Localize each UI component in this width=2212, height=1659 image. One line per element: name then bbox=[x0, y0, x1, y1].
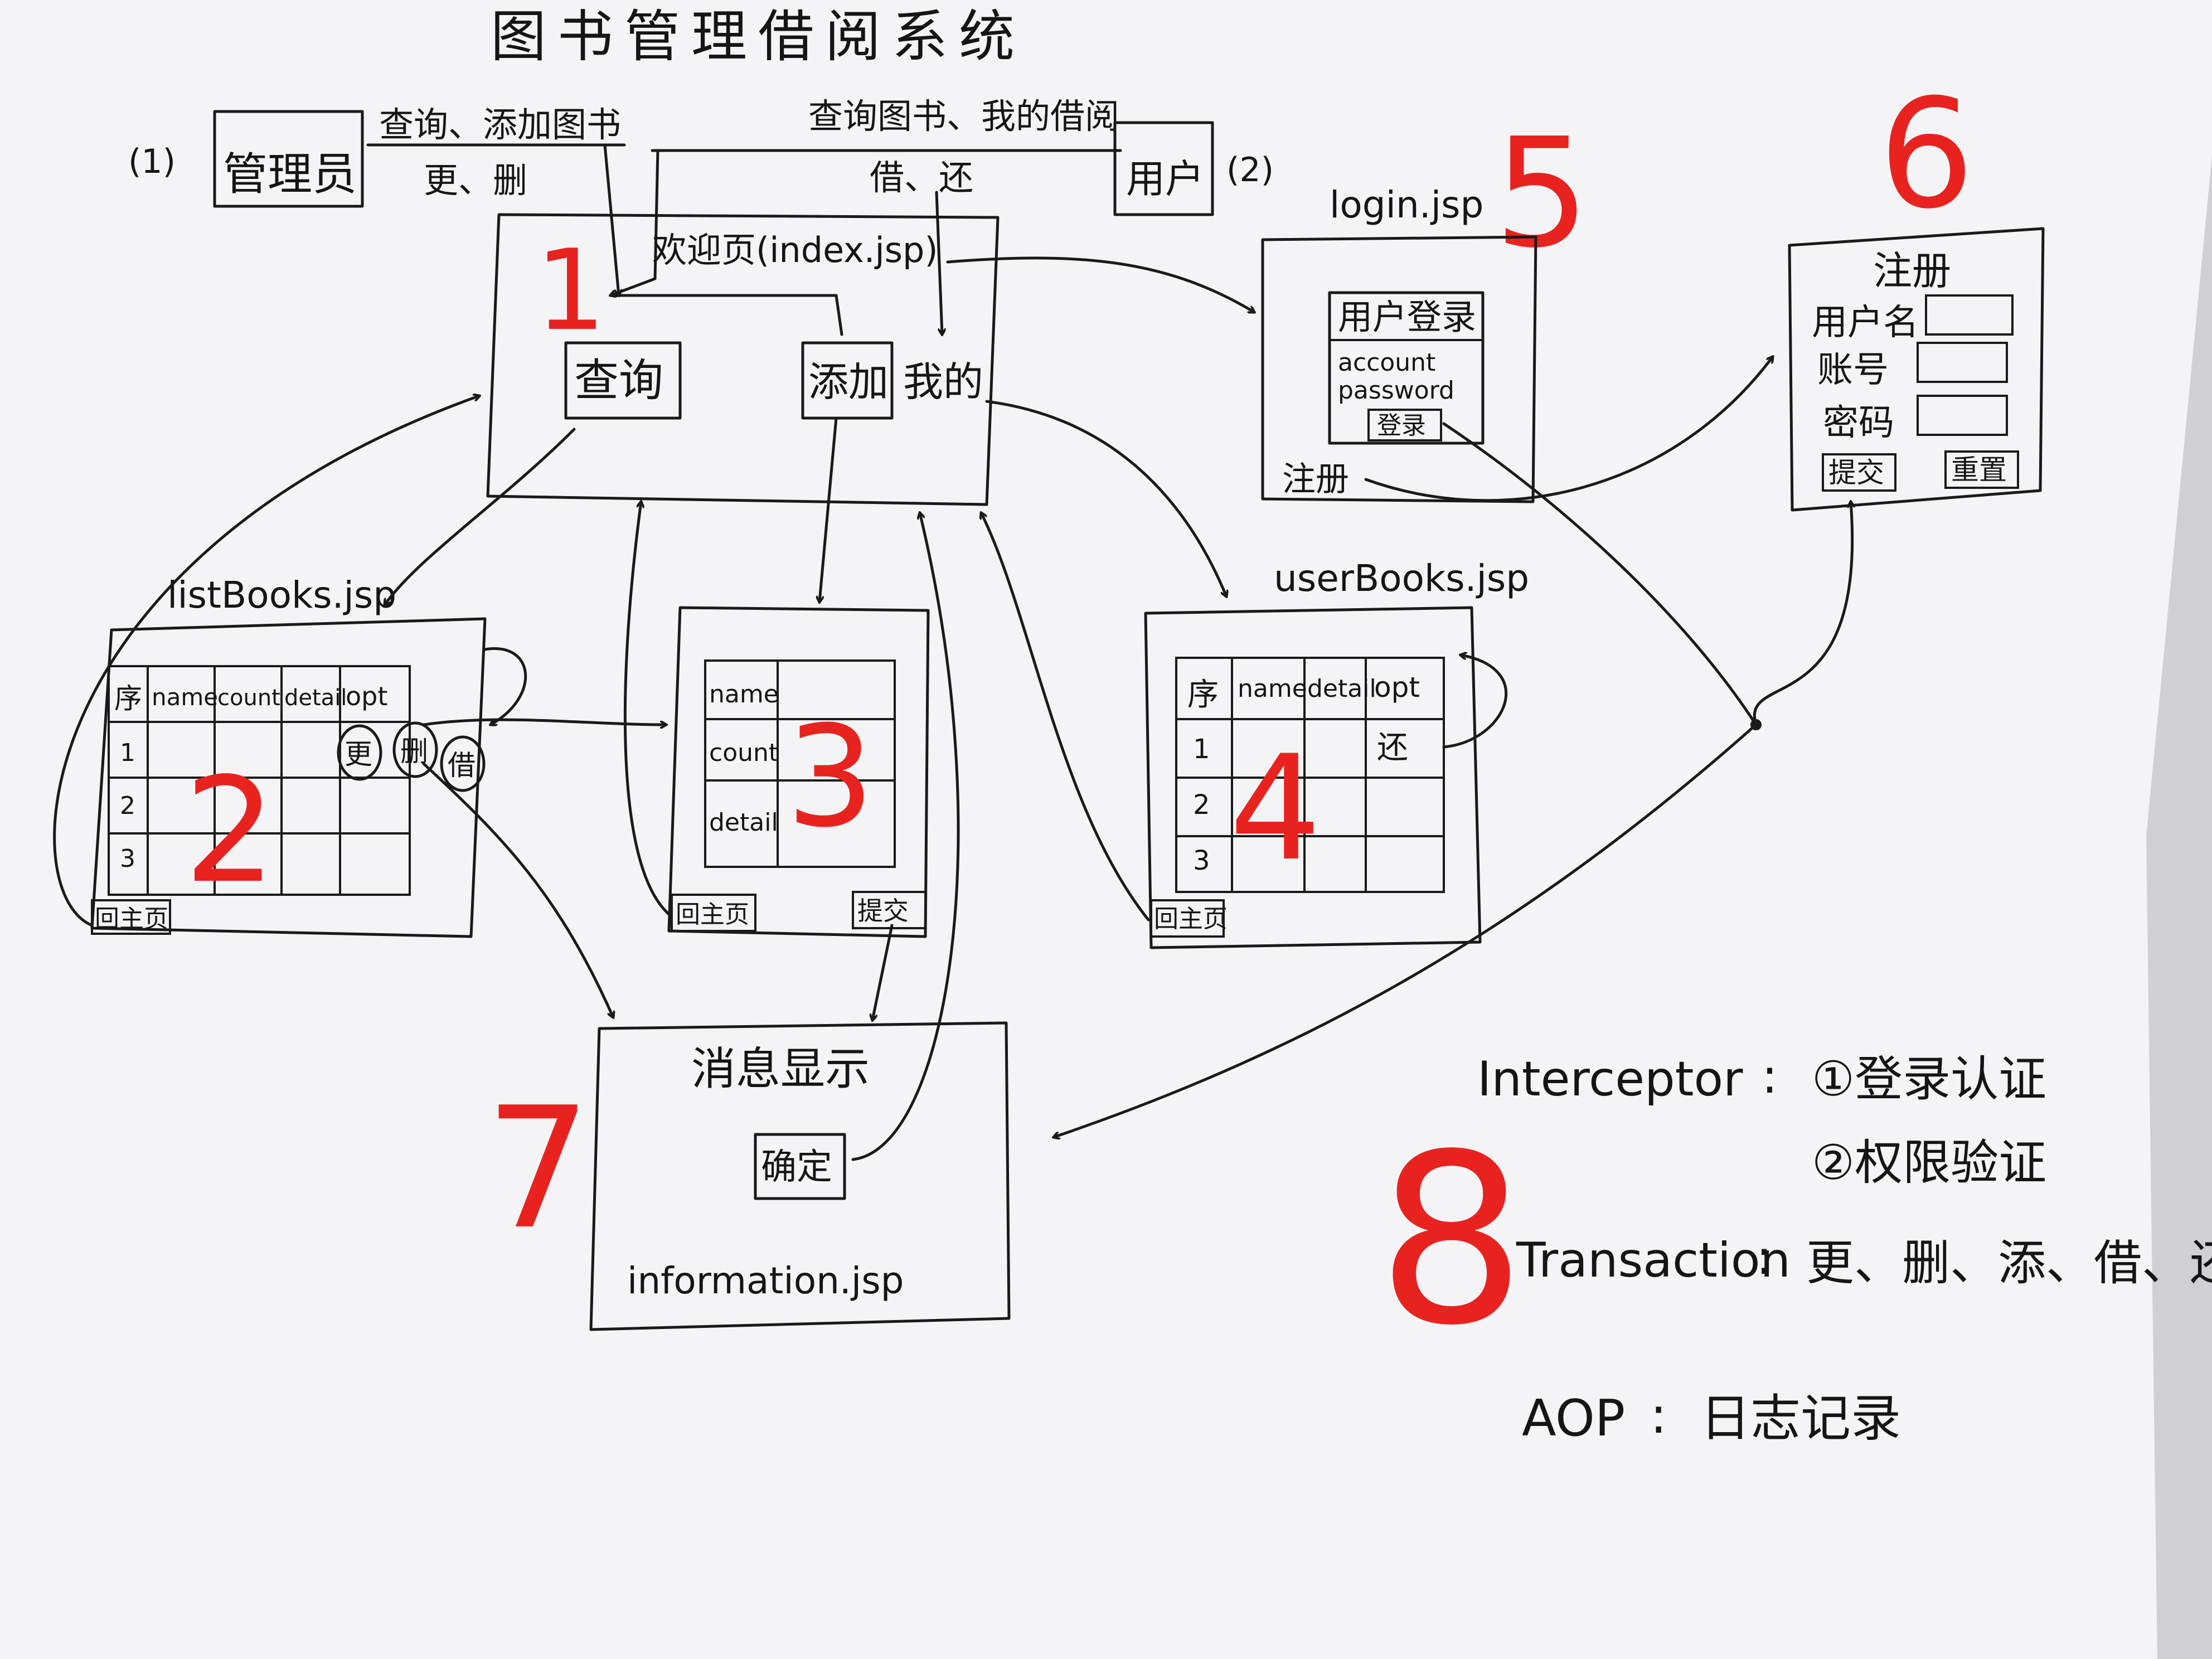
user-index: (2) bbox=[1226, 151, 1274, 190]
userbooks-header-3: opt bbox=[1374, 671, 1420, 704]
listbooks-back-button: 回主页 bbox=[95, 905, 168, 933]
listbooks-header-2: count bbox=[217, 685, 280, 711]
register-title: 注册 bbox=[1873, 248, 1951, 294]
listbooks-header-4: opt bbox=[346, 681, 387, 711]
index-button-add: 添加 bbox=[808, 358, 889, 405]
index-page-title: 欢迎页(index.jsp) bbox=[652, 230, 938, 270]
admin-label: 管理员 bbox=[223, 148, 357, 200]
listbooks-op-borrow: 借 bbox=[448, 749, 476, 782]
information-page: 消息显示 确定 information.jsp 7 bbox=[485, 1021, 1011, 1331]
diagram-title: 图书管理借阅系统 bbox=[491, 4, 1026, 69]
login-register-link: 注册 bbox=[1282, 460, 1349, 499]
information-title: 消息显示 bbox=[691, 1043, 870, 1095]
register-page: 6 注册 用户名 账号 密码 提交 重置 bbox=[1788, 66, 2045, 512]
index-button-mine: 我的 bbox=[903, 358, 983, 405]
svg-text::: : bbox=[1756, 1230, 1772, 1286]
userbooks-op-return: 还 bbox=[1377, 730, 1408, 766]
listbooks-page: listBooks.jsp 序 name count detail opt 1 … bbox=[90, 574, 487, 938]
register-field-username: 用户名 bbox=[1812, 302, 1919, 343]
information-file: information.jsp bbox=[627, 1259, 904, 1302]
notes-number: 8 bbox=[1377, 1104, 1526, 1377]
svg-text::: : bbox=[1762, 1049, 1778, 1104]
listbooks-header-3: detail bbox=[284, 685, 347, 711]
listbooks-row-2: 2 bbox=[120, 792, 135, 820]
admin-actions-line1: 查询、添加图书 bbox=[379, 104, 621, 145]
information-page-number: 7 bbox=[485, 1071, 591, 1266]
user-actor: 查询图书、我的借阅 借、还 用户 (2) bbox=[651, 96, 1274, 216]
aop-label: AOP bbox=[1522, 1389, 1625, 1448]
user-actions-line1: 查询图书、我的借阅 bbox=[808, 96, 1119, 137]
interceptor-item-1: ①登录认证 bbox=[1812, 1051, 2046, 1107]
index-button-search: 查询 bbox=[574, 355, 663, 406]
listbooks-op-update: 更 bbox=[345, 738, 372, 770]
userbooks-back-button: 回主页 bbox=[1154, 905, 1228, 933]
addbook-submit-button: 提交 bbox=[857, 896, 909, 926]
user-label: 用户 bbox=[1126, 156, 1204, 202]
admin-index: (1) bbox=[128, 142, 176, 181]
index-page: 欢迎页(index.jsp) 1 查询 添加 我的 bbox=[486, 213, 1000, 506]
userbooks-row-3: 3 bbox=[1193, 845, 1210, 876]
userbooks-file: userBooks.jsp bbox=[1274, 557, 1529, 600]
addbook-field-name: name bbox=[709, 680, 779, 709]
listbooks-file: listBooks.jsp bbox=[167, 574, 396, 617]
index-page-number: 1 bbox=[535, 226, 606, 356]
addbook-field-detail: detail bbox=[709, 808, 778, 837]
register-page-number: 6 bbox=[1879, 66, 1975, 242]
userbooks-row-2: 2 bbox=[1193, 789, 1210, 821]
listbooks-op-delete: 删 bbox=[400, 735, 428, 768]
login-page-number: 5 bbox=[1494, 105, 1590, 281]
listbooks-header-1: name bbox=[152, 683, 218, 711]
register-reset-button: 重置 bbox=[1951, 454, 2007, 486]
userbooks-row-1: 1 bbox=[1193, 734, 1210, 765]
interceptor-item-2: ②权限验证 bbox=[1812, 1135, 2046, 1191]
login-page: login.jsp 5 用户登录 account password 登录 注册 bbox=[1261, 105, 1590, 503]
flow-arrows bbox=[53, 143, 1852, 1161]
addbook-page: name count detail 3 回主页 提交 bbox=[667, 606, 930, 938]
userbooks-page: userBooks.jsp 序 name detail opt 1 2 3 还 … bbox=[1144, 557, 1529, 949]
listbooks-page-number: 2 bbox=[184, 747, 276, 915]
login-button: 登录 bbox=[1377, 411, 1426, 440]
login-file: login.jsp bbox=[1330, 183, 1483, 226]
register-submit-button: 提交 bbox=[1828, 457, 1884, 489]
addbook-page-number: 3 bbox=[786, 696, 875, 858]
listbooks-row-3: 3 bbox=[120, 845, 135, 873]
transaction-label: Transaction bbox=[1516, 1233, 1791, 1288]
svg-text::: : bbox=[1650, 1386, 1667, 1445]
userbooks-header-0: 序 bbox=[1187, 677, 1219, 713]
userbooks-header-1: name bbox=[1238, 675, 1307, 703]
notes-block: 8 Interceptor : ①登录认证 ②权限验证 Transaction … bbox=[1377, 1049, 2212, 1448]
listbooks-header-0: 序 bbox=[114, 682, 142, 715]
admin-actor: (1) 管理员 查询、添加图书 更、删 bbox=[128, 104, 626, 208]
information-confirm-button: 确定 bbox=[761, 1147, 832, 1188]
register-field-account: 账号 bbox=[1817, 350, 1889, 391]
login-password-label: password bbox=[1338, 376, 1454, 405]
userbooks-page-number: 4 bbox=[1229, 725, 1321, 893]
userbooks-header-2: detail bbox=[1307, 675, 1376, 703]
addbook-field-count: count bbox=[709, 739, 778, 767]
addbook-back-button: 回主页 bbox=[676, 900, 749, 929]
listbooks-row-1: 1 bbox=[120, 739, 135, 767]
login-box-title: 用户登录 bbox=[1338, 297, 1476, 337]
register-field-password: 密码 bbox=[1823, 402, 1894, 444]
aop-value: 日志记录 bbox=[1700, 1389, 1901, 1448]
admin-actions-line2: 更、删 bbox=[424, 160, 527, 201]
junction-dot bbox=[1750, 719, 1762, 730]
interceptor-label: Interceptor bbox=[1477, 1051, 1743, 1107]
transaction-ops: 更、删、添、借、还 bbox=[1806, 1235, 2212, 1291]
login-account-label: account bbox=[1338, 348, 1435, 377]
user-actions-line2: 借、还 bbox=[870, 157, 973, 198]
